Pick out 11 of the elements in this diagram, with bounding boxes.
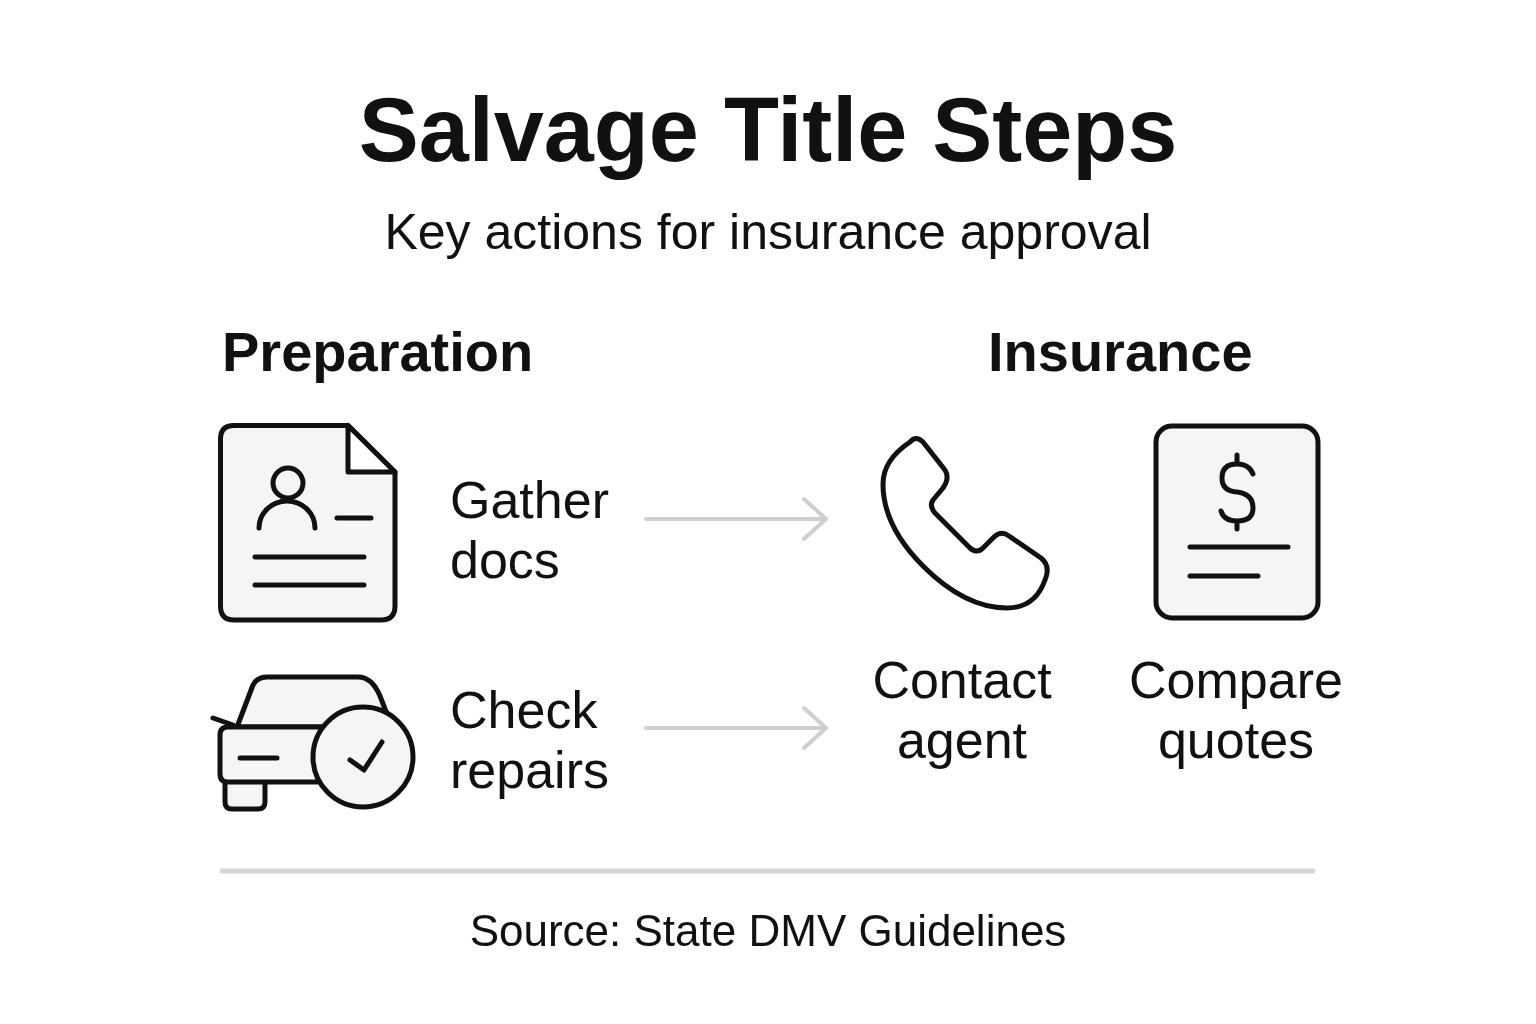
step-label: Contact agent <box>871 650 1053 770</box>
section-heading: Insurance <box>988 319 1253 385</box>
arrow <box>644 497 828 541</box>
section-heading: Preparation <box>222 319 534 385</box>
step-label: Gather docs <box>450 470 610 590</box>
step-label: Check repairs <box>450 680 610 800</box>
source-note: Source: State DMV Guidelines <box>469 905 1067 957</box>
subtitle: Key actions for insurance approval <box>384 203 1152 262</box>
title: Salvage Title Steps <box>358 79 1178 182</box>
arrow <box>644 706 828 750</box>
step-label: Compare quotes <box>1128 650 1344 770</box>
